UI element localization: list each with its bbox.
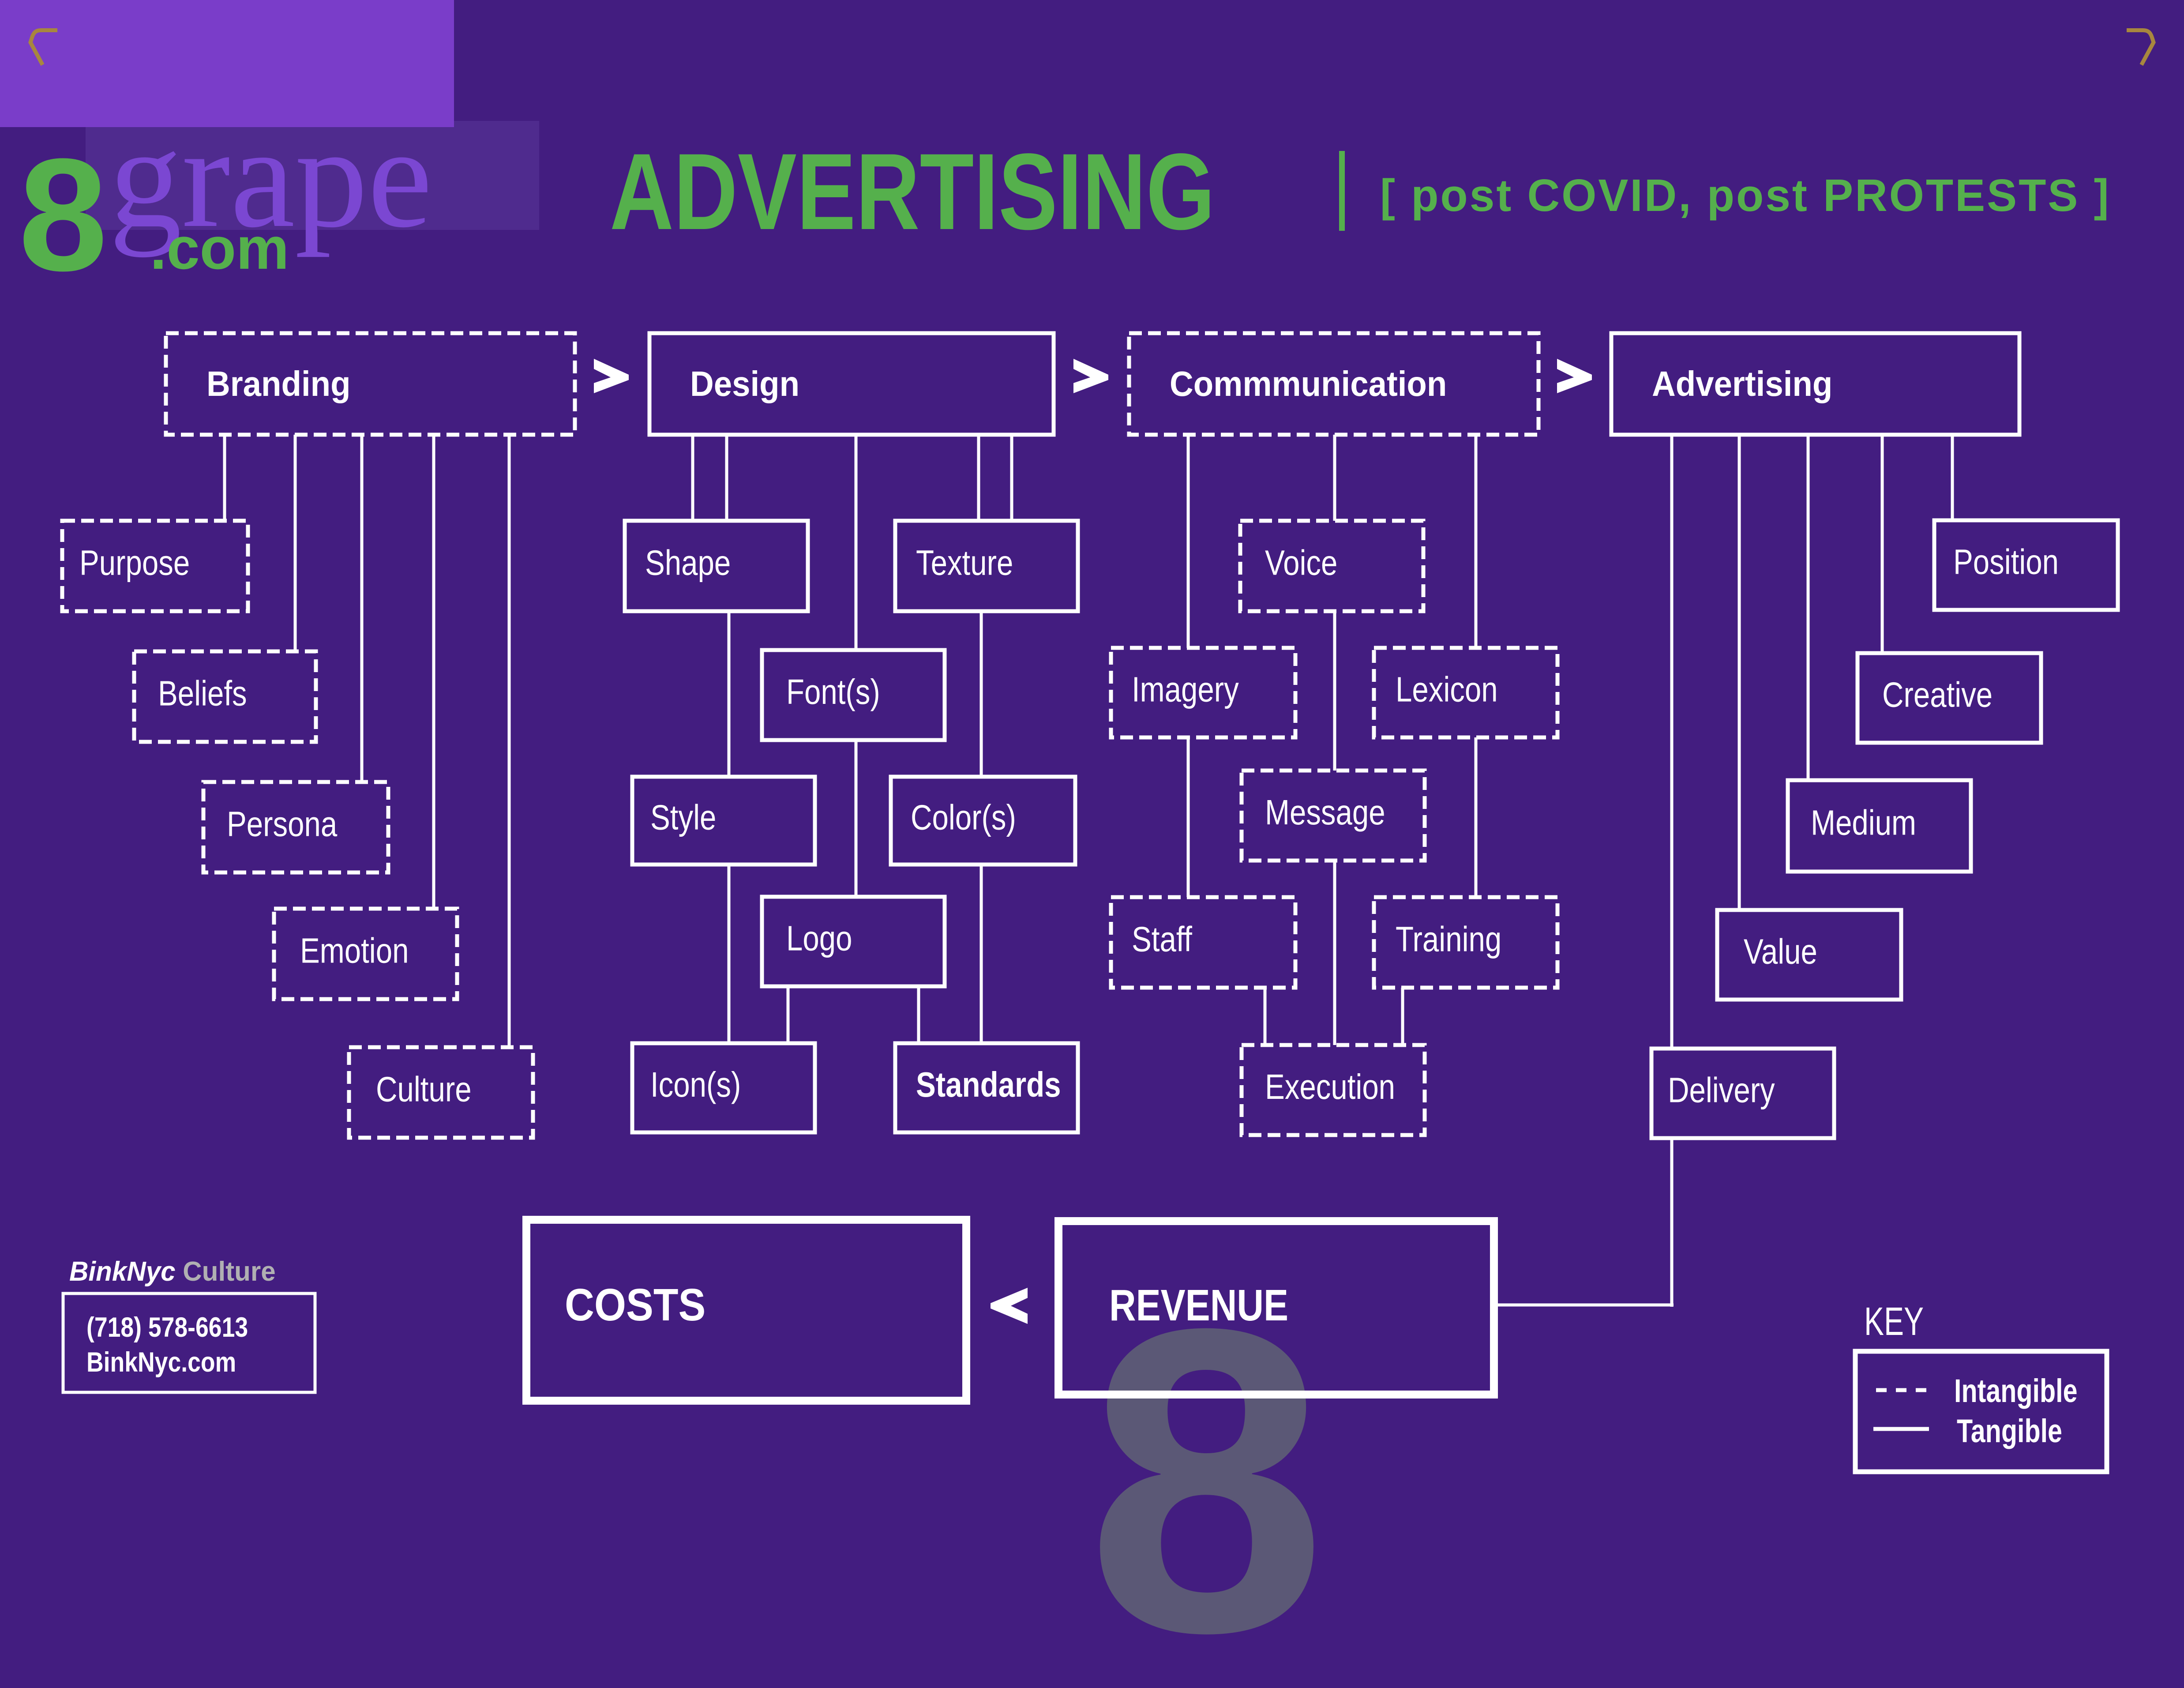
svg-text:Style: Style [650,797,716,837]
svg-text:Emotion: Emotion [300,931,409,970]
svg-text:Design: Design [690,365,799,404]
svg-text:Color(s): Color(s) [911,797,1016,837]
svg-text:Logo: Logo [786,918,852,958]
svg-text:Staff: Staff [1132,919,1192,959]
svg-text:Message: Message [1265,792,1385,832]
svg-text:Beliefs: Beliefs [158,673,247,713]
svg-text:Training: Training [1396,919,1501,959]
svg-text:Standards: Standards [916,1064,1061,1104]
svg-text:Shape: Shape [645,543,731,583]
svg-text:Intangible: Intangible [1954,1373,2078,1410]
svg-text:Value: Value [1744,932,1817,971]
svg-text:BinkNyc.com: BinkNyc.com [86,1347,236,1378]
svg-text:Advertising: Advertising [1652,365,1832,404]
svg-text:8: 8 [19,125,108,304]
svg-text:KEY: KEY [1864,1299,1924,1344]
svg-text:Creative: Creative [1882,675,1993,714]
svg-text:Medium: Medium [1811,803,1916,842]
svg-text:ADVERTISING: ADVERTISING [610,131,1215,252]
svg-text:Tangible: Tangible [1957,1413,2062,1450]
svg-text:Execution: Execution [1265,1067,1395,1106]
svg-text:Branding: Branding [206,365,351,404]
svg-text:Lexicon: Lexicon [1396,669,1498,709]
svg-text:Commmunication: Commmunication [1170,365,1447,404]
svg-text:Position: Position [1953,542,2059,582]
svg-text:COSTS: COSTS [565,1279,705,1330]
svg-text:BinkNyc Culture: BinkNyc Culture [69,1256,276,1286]
svg-text:8: 8 [1086,1239,1327,1688]
svg-text:Delivery: Delivery [1668,1070,1775,1110]
svg-text:Voice: Voice [1265,543,1337,583]
svg-text:Imagery: Imagery [1132,669,1239,709]
svg-text:grape: grape [109,97,432,258]
svg-text:[ post COVID, post PROTESTS ]: [ post COVID, post PROTESTS ] [1380,170,2110,221]
svg-text:(718) 578-6613: (718) 578-6613 [86,1312,248,1343]
svg-text:Persona: Persona [227,804,338,844]
svg-text:REVENUE: REVENUE [1109,1280,1288,1330]
svg-text:.com: .com [150,215,289,282]
svg-text:Texture: Texture [916,543,1013,583]
svg-text:Icon(s): Icon(s) [650,1064,741,1104]
svg-text:Purpose: Purpose [79,543,190,583]
svg-text:Font(s): Font(s) [786,672,880,711]
svg-text:Culture: Culture [376,1069,472,1109]
